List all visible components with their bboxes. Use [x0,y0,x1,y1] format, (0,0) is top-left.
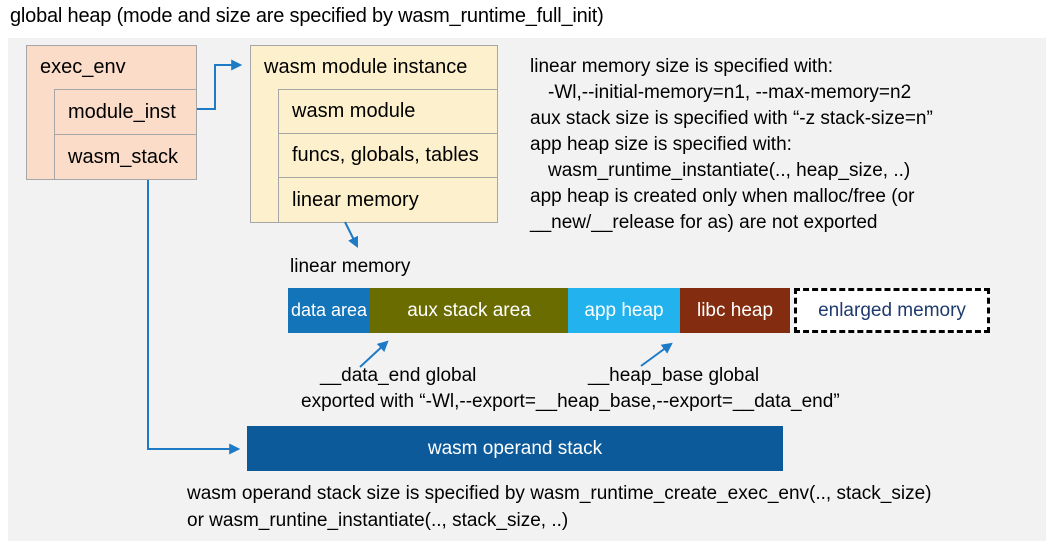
heap-base-global-label: __heap_base global [588,365,760,386]
module-instance-header: wasm module instance [264,56,468,78]
module-instance-row-wasm-module: wasm module [278,89,497,133]
operand-stack-bar: wasm operand stack [247,426,783,471]
note-line: or wasm_runtine_instantiate(.., stack_si… [187,510,569,531]
note-line: aux stack size is specified with “-z sta… [530,108,933,129]
note-line: wasm_runtime_instantiate(.., heap_size, … [548,160,911,181]
module-instance-row-funcs-globals-tables: funcs, globals, tables [278,133,497,177]
memory-segment-libc-heap: libc heap [680,288,790,333]
exec-env-header: exec_env [40,56,126,78]
note-line: -Wl,--initial-memory=n1, --max-memory=n2 [548,82,912,103]
memory-segment-app-heap: app heap [568,288,680,333]
config-notes: linear memory size is specified with: -W… [530,54,1030,236]
module-instance-row-linear-memory: linear memory [278,177,497,222]
note-line: wasm operand stack size is specified by … [187,483,932,504]
note-line: __new/__release for as) are not exported [530,212,878,233]
operand-stack-label: wasm operand stack [427,437,603,459]
module-instance-box: wasm module instance wasm module funcs, … [250,45,498,223]
note-line: app heap size is specified with: [530,134,792,155]
exec-env-box: exec_env module_inst wasm_stack [26,45,197,180]
exec-env-row-wasm-stack: wasm_stack [54,134,196,179]
note-line: linear memory size is specified with: [530,56,834,77]
linear-memory-bar: data area aux stack area app heap libc h… [288,288,990,333]
exported-note: exported with “-Wl,--export=__heap_base,… [301,391,840,412]
data-end-global-label: __data_end global [320,365,477,386]
memory-segment-data-area: data area [288,288,370,333]
note-line: app heap is created only when malloc/fre… [530,186,915,207]
page-title: global heap (mode and size are specified… [10,5,604,27]
enlarged-memory-box: enlarged memory [794,288,990,333]
memory-segment-aux-stack-area: aux stack area [370,288,568,333]
exec-env-row-module-inst: module_inst [54,89,196,134]
linear-memory-label: linear memory [290,256,411,277]
operand-stack-note: wasm operand stack size is specified by … [187,480,932,534]
